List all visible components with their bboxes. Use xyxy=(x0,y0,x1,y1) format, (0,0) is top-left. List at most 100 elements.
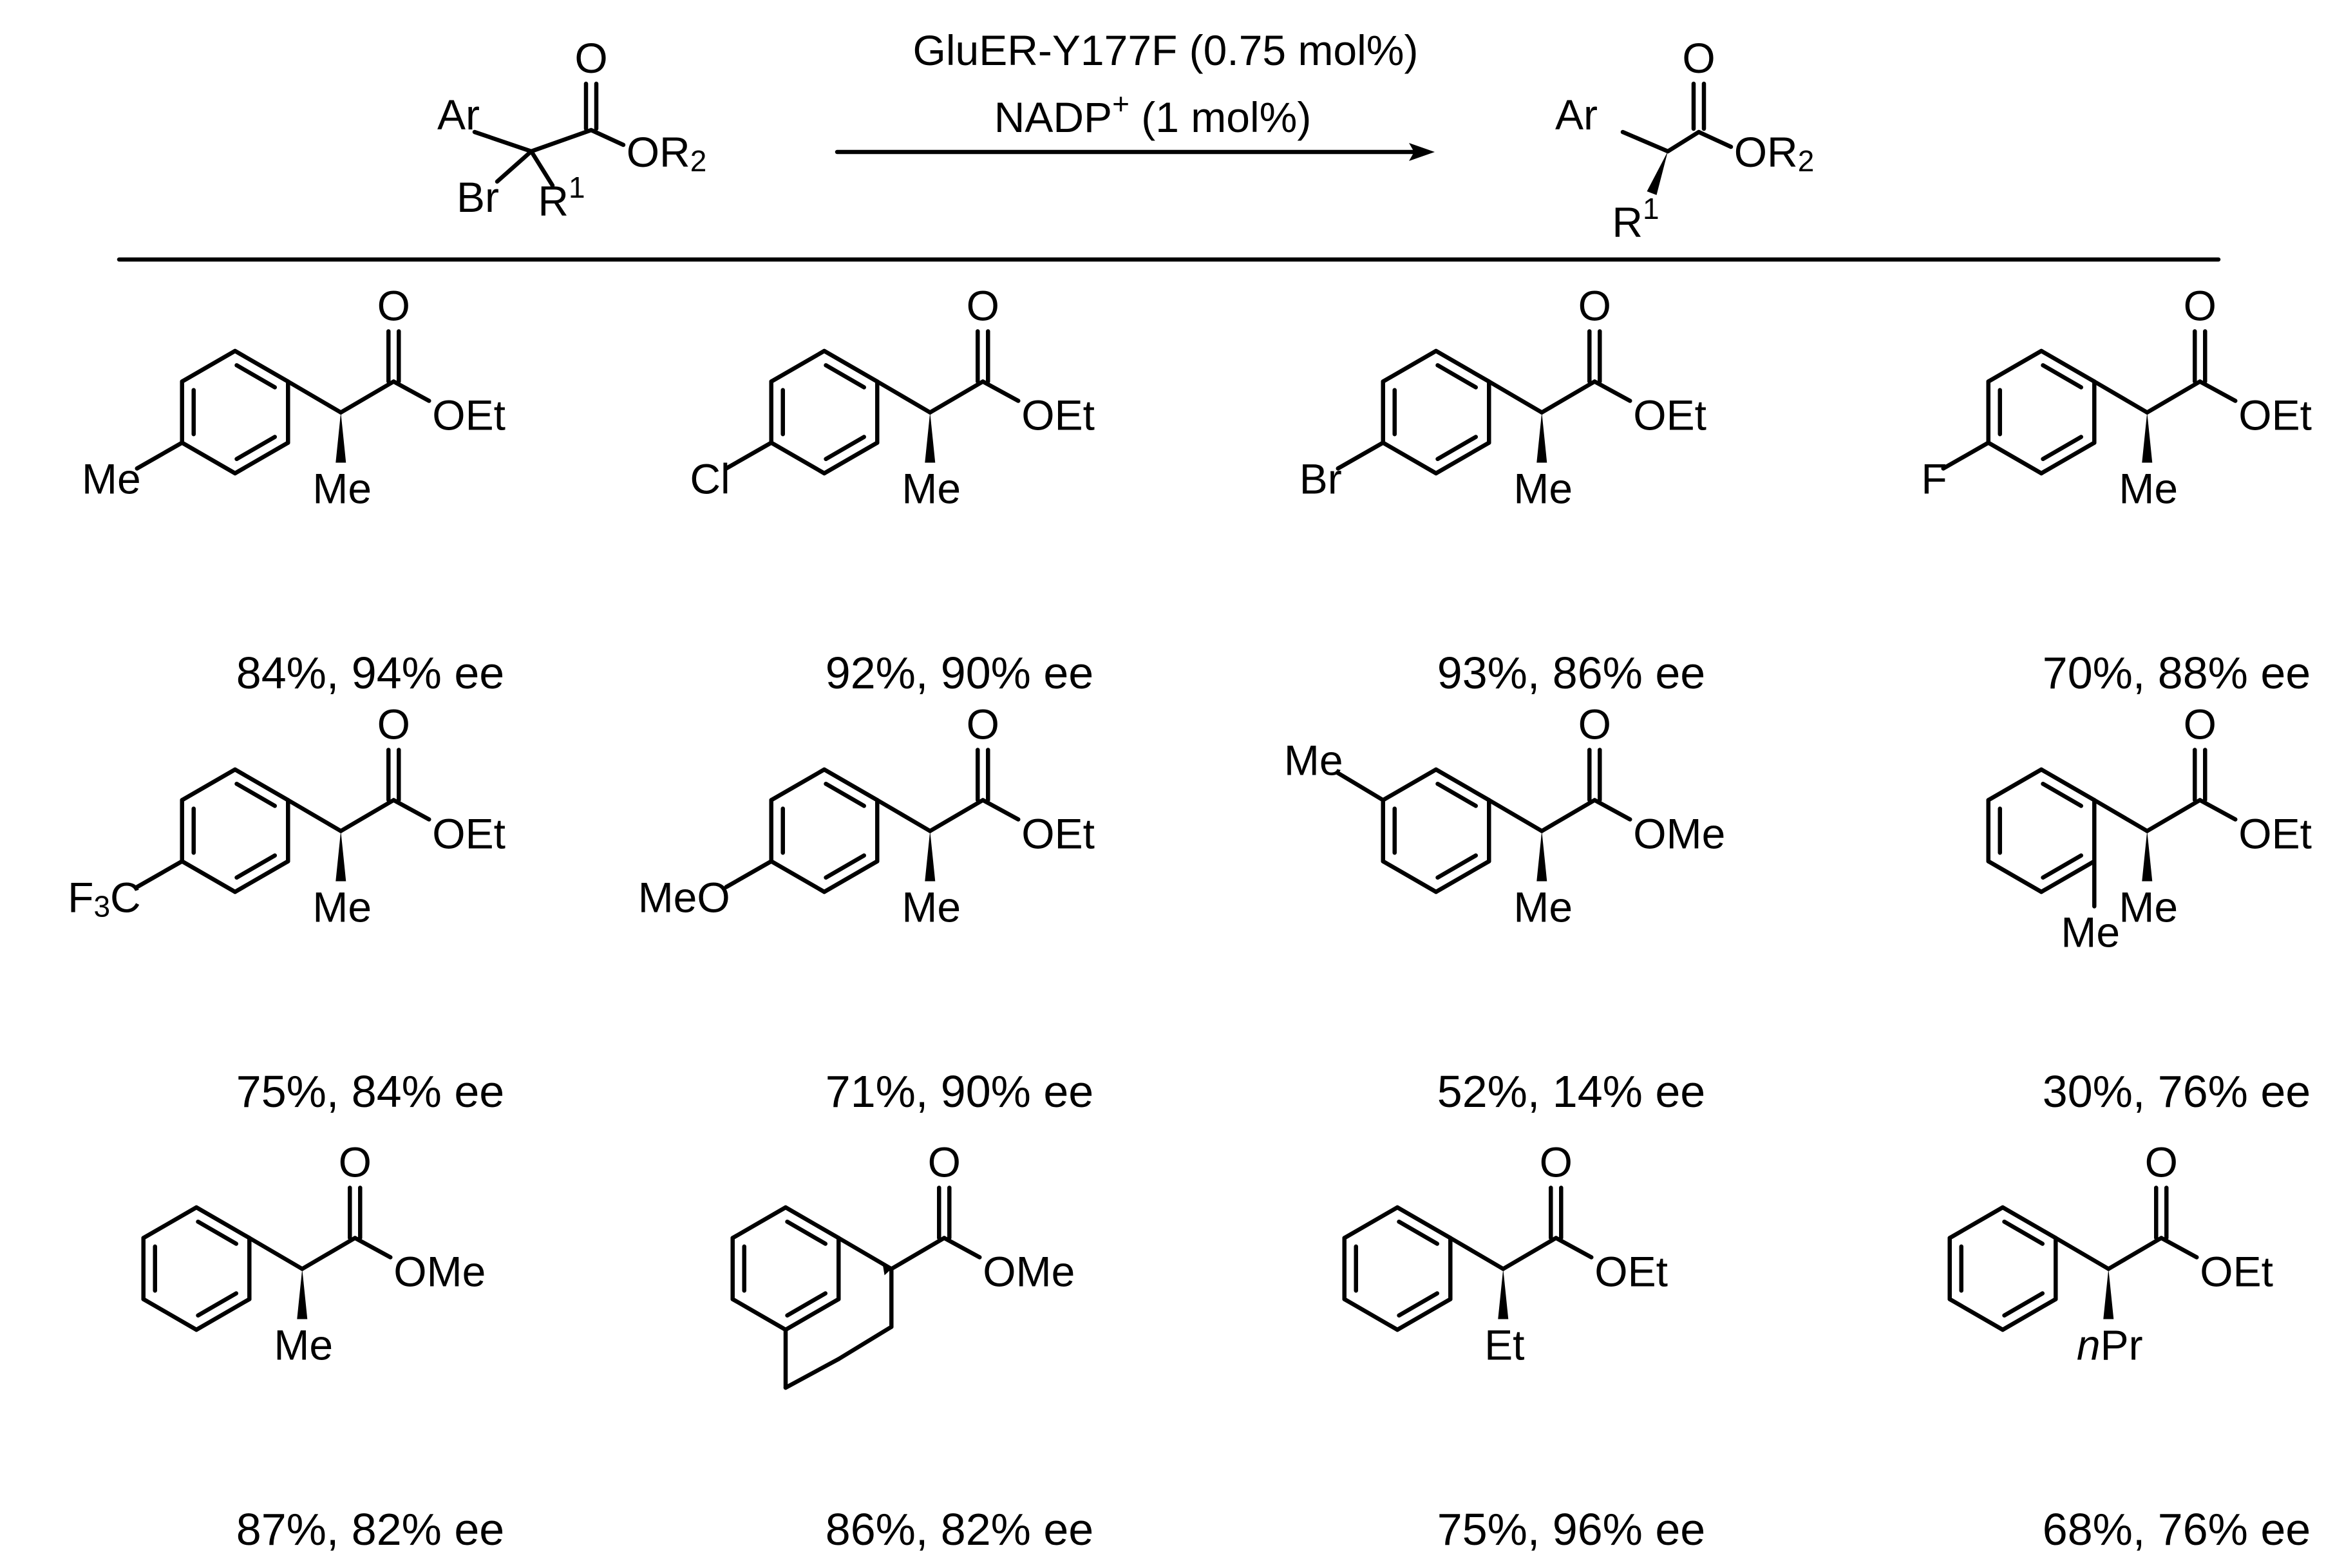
product-or2-label-part: OR xyxy=(1734,128,1798,176)
ring-bond xyxy=(2039,767,2097,802)
alpha-substituent-label: Me xyxy=(1513,465,1573,513)
substituent-label: Me xyxy=(82,455,141,503)
carbonyl-oxygen-label: O xyxy=(377,701,410,748)
ring-double-bond xyxy=(234,363,278,390)
substrate-ester-bond xyxy=(589,128,626,147)
ring-double-bond xyxy=(824,853,867,880)
substituent-part: 3 xyxy=(93,889,110,923)
stereo-wedge xyxy=(925,831,936,882)
ring-double-bond xyxy=(2041,435,2084,462)
aryl-alpha-bond xyxy=(2054,1236,2111,1271)
ring-bond xyxy=(2000,1205,2058,1240)
ring-double-bond xyxy=(785,1219,828,1246)
reaction-arrow-head xyxy=(1409,143,1435,161)
ring-double-bond xyxy=(824,435,867,462)
ring-bond xyxy=(2000,1297,2058,1332)
ring-bond xyxy=(783,1205,841,1240)
alpha-substituent-label: Me xyxy=(312,883,372,931)
ring-double-bond xyxy=(785,1291,828,1318)
ester-label: OMe xyxy=(983,1248,1075,1296)
carbonyl-oxygen-label: O xyxy=(928,1138,961,1186)
conditions-cofactor-part: NADP xyxy=(994,93,1112,141)
aryl-alpha-bond xyxy=(2092,798,2150,833)
substrate-r1-label-part: R xyxy=(538,177,569,225)
ring-bond xyxy=(822,348,880,384)
alpha-carbonyl-bond xyxy=(1540,798,1597,833)
substituent-label: Cl xyxy=(690,455,730,503)
substrate-br-label: Br xyxy=(457,173,499,221)
substrate-or2-label-part: OR xyxy=(627,128,690,176)
ring-bond xyxy=(1986,348,2044,384)
ring-double-bond xyxy=(234,853,278,880)
alpha-substituent-label: Me xyxy=(902,883,961,931)
product-oxygen-label: O xyxy=(1682,34,1715,82)
ring-bond xyxy=(180,767,238,802)
ester-o-bond xyxy=(1593,379,1632,403)
substituent-label: Me xyxy=(2061,909,2120,956)
ring-double-bond xyxy=(1435,363,1479,390)
alpha-substituent-label: nPr xyxy=(2077,1321,2143,1369)
substituent-bond xyxy=(135,440,184,471)
ester-o-bond xyxy=(1593,798,1632,822)
alpha-carbonyl-bond xyxy=(2106,1236,2164,1271)
aryl-alpha-bond xyxy=(247,1236,305,1271)
product-r1-label-part: R xyxy=(1612,198,1643,246)
conditions-cofactor: NADP+ (1 mol%) xyxy=(994,87,1312,141)
ring-bond xyxy=(730,1297,788,1332)
ring-double-bond xyxy=(196,1291,239,1318)
ring-bond xyxy=(232,767,290,802)
carbonyl-oxygen-label: O xyxy=(377,282,410,330)
stereo-wedge xyxy=(1498,1269,1509,1319)
product-carbonyl-bond xyxy=(1665,129,1701,154)
ring-bond xyxy=(180,859,238,894)
carbonyl-oxygen-label: O xyxy=(967,282,999,330)
ring-bond xyxy=(2039,440,2097,476)
yield-ee-label: 71%, 90% ee xyxy=(826,1066,1093,1117)
ring-bond xyxy=(194,1297,252,1332)
alpha-carbonyl-bond xyxy=(2145,798,2202,833)
ring-bond xyxy=(822,767,880,802)
substrate-carbonyl-bond xyxy=(529,128,594,154)
alpha-part: Pr xyxy=(2101,1321,2143,1369)
ring-bond xyxy=(1395,1205,1453,1240)
stereo-wedge xyxy=(1536,412,1547,463)
ester-label: OEt xyxy=(1021,392,1095,439)
ester-o-bond xyxy=(2198,798,2238,822)
ester-o-bond xyxy=(942,1236,982,1260)
alpha-substituent-label: Me xyxy=(902,465,961,513)
substituent-bond xyxy=(724,440,773,471)
ester-label: OEt xyxy=(432,392,506,439)
alpha-substituent-label: Me xyxy=(2119,883,2178,931)
substituent-bond xyxy=(1336,771,1385,802)
ring-double-bond xyxy=(1435,781,1479,808)
conditions-cofactor-part: (1 mol%) xyxy=(1129,93,1311,141)
carbonyl-oxygen-label: O xyxy=(2184,701,2216,748)
ring-bond xyxy=(1342,1297,1400,1332)
ring-bond xyxy=(1433,440,1491,476)
ester-o-bond xyxy=(1554,1236,1594,1260)
ring-bond xyxy=(769,440,827,476)
substrate-or2-label-part: 2 xyxy=(690,144,707,178)
ring-bond xyxy=(194,1205,252,1240)
ester-label: OEt xyxy=(2200,1248,2273,1296)
aryl-alpha-bond xyxy=(286,379,343,415)
ester-label: OEt xyxy=(432,810,506,858)
aryl-alpha-bond xyxy=(875,379,932,415)
yield-ee-label: 93%, 86% ee xyxy=(1437,648,1705,698)
stereo-wedge xyxy=(2103,1269,2114,1319)
ring-bond xyxy=(232,440,290,476)
ring-bond xyxy=(769,767,827,802)
substituent-bond xyxy=(1336,440,1385,471)
ring-bond xyxy=(769,348,827,384)
substituent-part: F xyxy=(68,874,93,921)
alpha-carbonyl-bond xyxy=(1540,379,1597,415)
yield-ee-label: 52%, 14% ee xyxy=(1437,1066,1705,1117)
ring-double-bond xyxy=(1397,1219,1440,1246)
